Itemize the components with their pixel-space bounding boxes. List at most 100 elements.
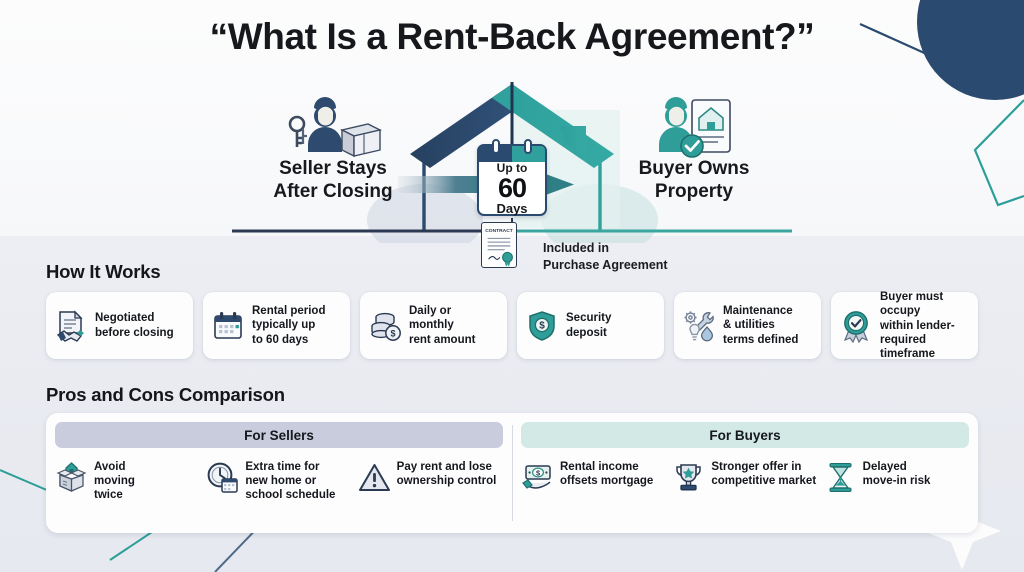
coins-dollar-icon: $ [371, 312, 401, 341]
line2: typically up [252, 319, 316, 332]
sixty-days-calendar-badge: Up to 60 Days [477, 139, 547, 216]
how-card-text: Rental period typically up to 60 days [252, 304, 325, 346]
line1: Maintenance [723, 305, 793, 318]
contract-note-line2: Purchase Agreement [543, 257, 668, 272]
line2: move-in risk [862, 475, 931, 488]
line1: Rental period [252, 305, 326, 318]
line1: Daily or [409, 305, 452, 318]
badge-upto-text: Up to [496, 160, 528, 175]
line2: monthly [409, 319, 454, 332]
line3: terms defined [723, 333, 799, 346]
list-item-text: Rental income offsets mortgage [560, 460, 653, 488]
list-item-text: Stronger offer in competitive market [711, 460, 816, 488]
contract-document-seal-icon: CONTRACT [481, 222, 517, 268]
how-it-works-card-row: Negotiated before closing Rental period [46, 290, 978, 360]
line1: Negotiated [95, 312, 155, 325]
calendar-body: Up to 60 Days [479, 162, 545, 215]
check-ribbon-badge-icon [843, 310, 869, 343]
line3: to 60 days [252, 333, 309, 346]
line1: Extra time for [245, 461, 320, 473]
line1: Pay rent and lose [396, 461, 492, 473]
line1: Rental income [560, 461, 639, 473]
list-item[interactable]: Extra time for new home or school schedu… [206, 460, 351, 502]
seller-label-line2: After Closing [273, 181, 393, 203]
line2: ownership control [396, 475, 497, 488]
buyer-label-line2: Property [654, 181, 734, 203]
sellers-items: Avoid moving twice [55, 460, 503, 502]
buyer-side-label: Buyer Owns Property [604, 157, 784, 203]
shield-dollar-icon: $ [529, 310, 555, 341]
line1: Security [566, 312, 612, 325]
seller-figure [288, 97, 383, 158]
how-card-text: Maintenance & utilities terms defined [723, 304, 798, 346]
line1: Delayed [862, 461, 907, 473]
calendar-header [479, 146, 545, 162]
list-item[interactable]: $ Rental income offsets mortgage [521, 460, 666, 494]
buyer-label-line1: Buyer Owns [638, 158, 750, 179]
line1: Avoid [94, 461, 126, 473]
how-card[interactable]: Rental period typically up to 60 days [203, 292, 350, 359]
seller-side-label: Seller Stays After Closing [243, 157, 423, 203]
svg-text:$: $ [536, 469, 540, 478]
svg-text:$: $ [390, 328, 395, 338]
document-handshake-icon [56, 309, 84, 342]
line2: within lender- [880, 319, 955, 332]
how-it-works-heading: How It Works [46, 261, 161, 282]
line1: Buyer must occupy [880, 291, 944, 318]
svg-text:CONTRACT: CONTRACT [485, 228, 513, 234]
cash-in-hand-icon: $ [522, 465, 551, 489]
badge-number: 60 [497, 172, 527, 203]
contract-note: Included in Purchase Agreement [543, 240, 668, 274]
line3: twice [94, 489, 123, 502]
gear-wrench-bulb-drop-icon [684, 310, 714, 341]
how-card-text: Negotiated before closing [95, 311, 174, 339]
pros-cons-panel: For Sellers Avoid movi [46, 413, 978, 533]
list-item-text: Extra time for new home or school schedu… [245, 460, 335, 502]
line3: rent amount [409, 333, 476, 346]
list-item[interactable]: Delayed move-in risk [824, 460, 969, 494]
line2: new home or [245, 475, 317, 488]
list-item-text: Avoid moving twice [94, 460, 135, 502]
buyer-figure [659, 97, 731, 158]
list-item[interactable]: Pay rent and lose ownership control [358, 460, 503, 502]
trophy-star-icon [676, 464, 702, 491]
line2: before closing [95, 326, 174, 339]
list-item[interactable]: Avoid moving twice [55, 460, 200, 502]
line2: competitive market [711, 475, 817, 488]
list-item-text: Delayed move-in risk [863, 460, 931, 488]
sellers-header: For Sellers [55, 422, 503, 448]
line2: moving [94, 475, 135, 488]
calendar-ring-left [492, 139, 500, 154]
box-with-house-icon [56, 462, 87, 492]
how-card[interactable]: Maintenance & utilities terms defined [674, 292, 821, 359]
hourglass-icon [829, 462, 852, 492]
line2: offsets mortgage [560, 475, 654, 488]
buyers-header: For Buyers [521, 422, 969, 448]
list-item[interactable]: Stronger offer in competitive market [672, 460, 817, 494]
line3: required timeframe [880, 333, 935, 360]
sellers-column: For Sellers Avoid movi [46, 413, 512, 533]
calendar-icon [214, 311, 242, 339]
line3: school schedule [245, 489, 336, 502]
list-item-text: Pay rent and lose ownership control [397, 460, 497, 488]
line2: deposit [566, 326, 607, 339]
how-card[interactable]: $ Daily or monthly rent amount [360, 292, 507, 359]
how-card[interactable]: Negotiated before closing [46, 292, 193, 359]
pros-cons-heading: Pros and Cons Comparison [46, 384, 285, 405]
how-card-text: Daily or monthly rent amount [409, 304, 475, 346]
calendar-ring-right [524, 139, 532, 154]
buyers-items: $ Rental income offsets mortgage [521, 460, 969, 494]
warning-triangle-icon [358, 464, 390, 491]
badge-days-text: Days [496, 201, 528, 217]
line2: & utilities [723, 319, 775, 332]
contract-note-line1: Included in [543, 241, 609, 255]
how-card-text: Buyer must occupy within lender- require… [880, 290, 970, 360]
clock-calendar-icon [207, 462, 239, 493]
svg-text:$: $ [539, 320, 545, 331]
how-card-text: Security deposit [566, 311, 611, 339]
how-card[interactable]: $ Security deposit [517, 292, 664, 359]
hero-section: Seller Stays After Closing Buyer Owns Pr… [0, 68, 1024, 243]
seller-label-line1: Seller Stays [279, 158, 387, 179]
how-card[interactable]: Buyer must occupy within lender- require… [831, 290, 978, 360]
